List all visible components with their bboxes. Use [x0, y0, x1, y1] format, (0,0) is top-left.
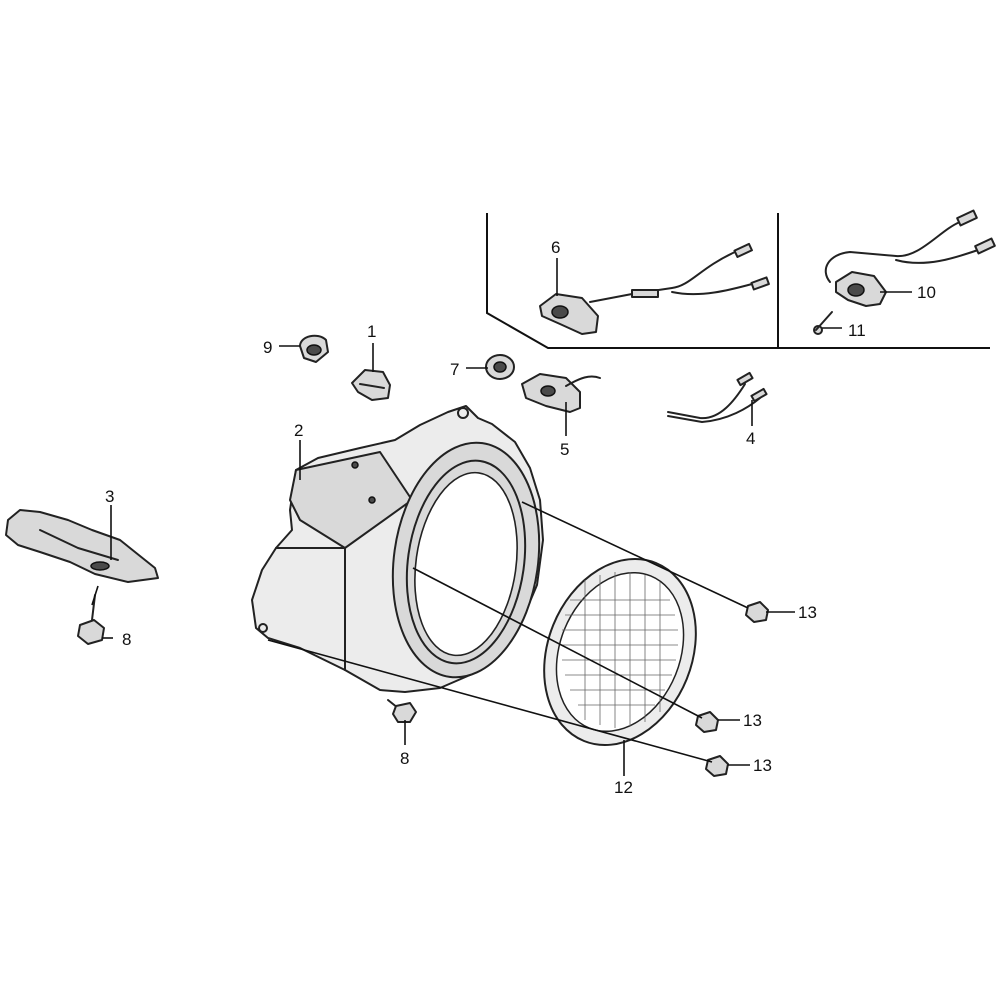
callout-2: 2: [294, 421, 303, 440]
part-12-screen-grid: [543, 557, 697, 747]
part-13-bolt: [745, 601, 769, 623]
leader-lines: [102, 258, 912, 776]
part-11-screw: [813, 311, 833, 335]
callout-5: 5: [560, 440, 569, 459]
part-9-clip: [299, 334, 329, 363]
part-8-bolt: [77, 594, 105, 645]
callout-12: 12: [614, 778, 633, 797]
callout-8-bottom: 8: [400, 749, 409, 768]
callout-7: 7: [450, 360, 459, 379]
part-1-bracket: [351, 369, 391, 401]
callout-1: 1: [367, 322, 376, 341]
part-13-bolt: [695, 711, 719, 733]
callout-13-bottom: 13: [753, 756, 772, 775]
callout-4: 4: [746, 429, 755, 448]
fan-cover: [251, 405, 544, 693]
callout-8-left: 8: [122, 630, 131, 649]
callout-10: 10: [917, 283, 936, 302]
callout-9: 9: [263, 338, 272, 357]
option-frame: [486, 213, 990, 349]
part-7-grommet: [485, 354, 515, 380]
callout-labels: 1 2 3 4 5 6 7 8 8 9 10 11 12 13 13 13: [105, 238, 936, 797]
callout-6: 6: [551, 238, 560, 257]
callout-13-middle: 13: [743, 711, 762, 730]
part-5-switch: [521, 373, 601, 413]
part-6-switch-assembly: [539, 242, 770, 335]
part-13-bolt: [705, 755, 729, 777]
part-8-bolt: [387, 699, 417, 723]
part-3-cover-plate: [5, 509, 159, 583]
callout-13-top: 13: [798, 603, 817, 622]
part-4-wire-harness: [667, 371, 768, 423]
assembly-guide-lines: [91, 501, 749, 763]
callout-3: 3: [105, 487, 114, 506]
callout-11: 11: [848, 321, 866, 340]
part-10-switch-assembly: [824, 209, 996, 307]
